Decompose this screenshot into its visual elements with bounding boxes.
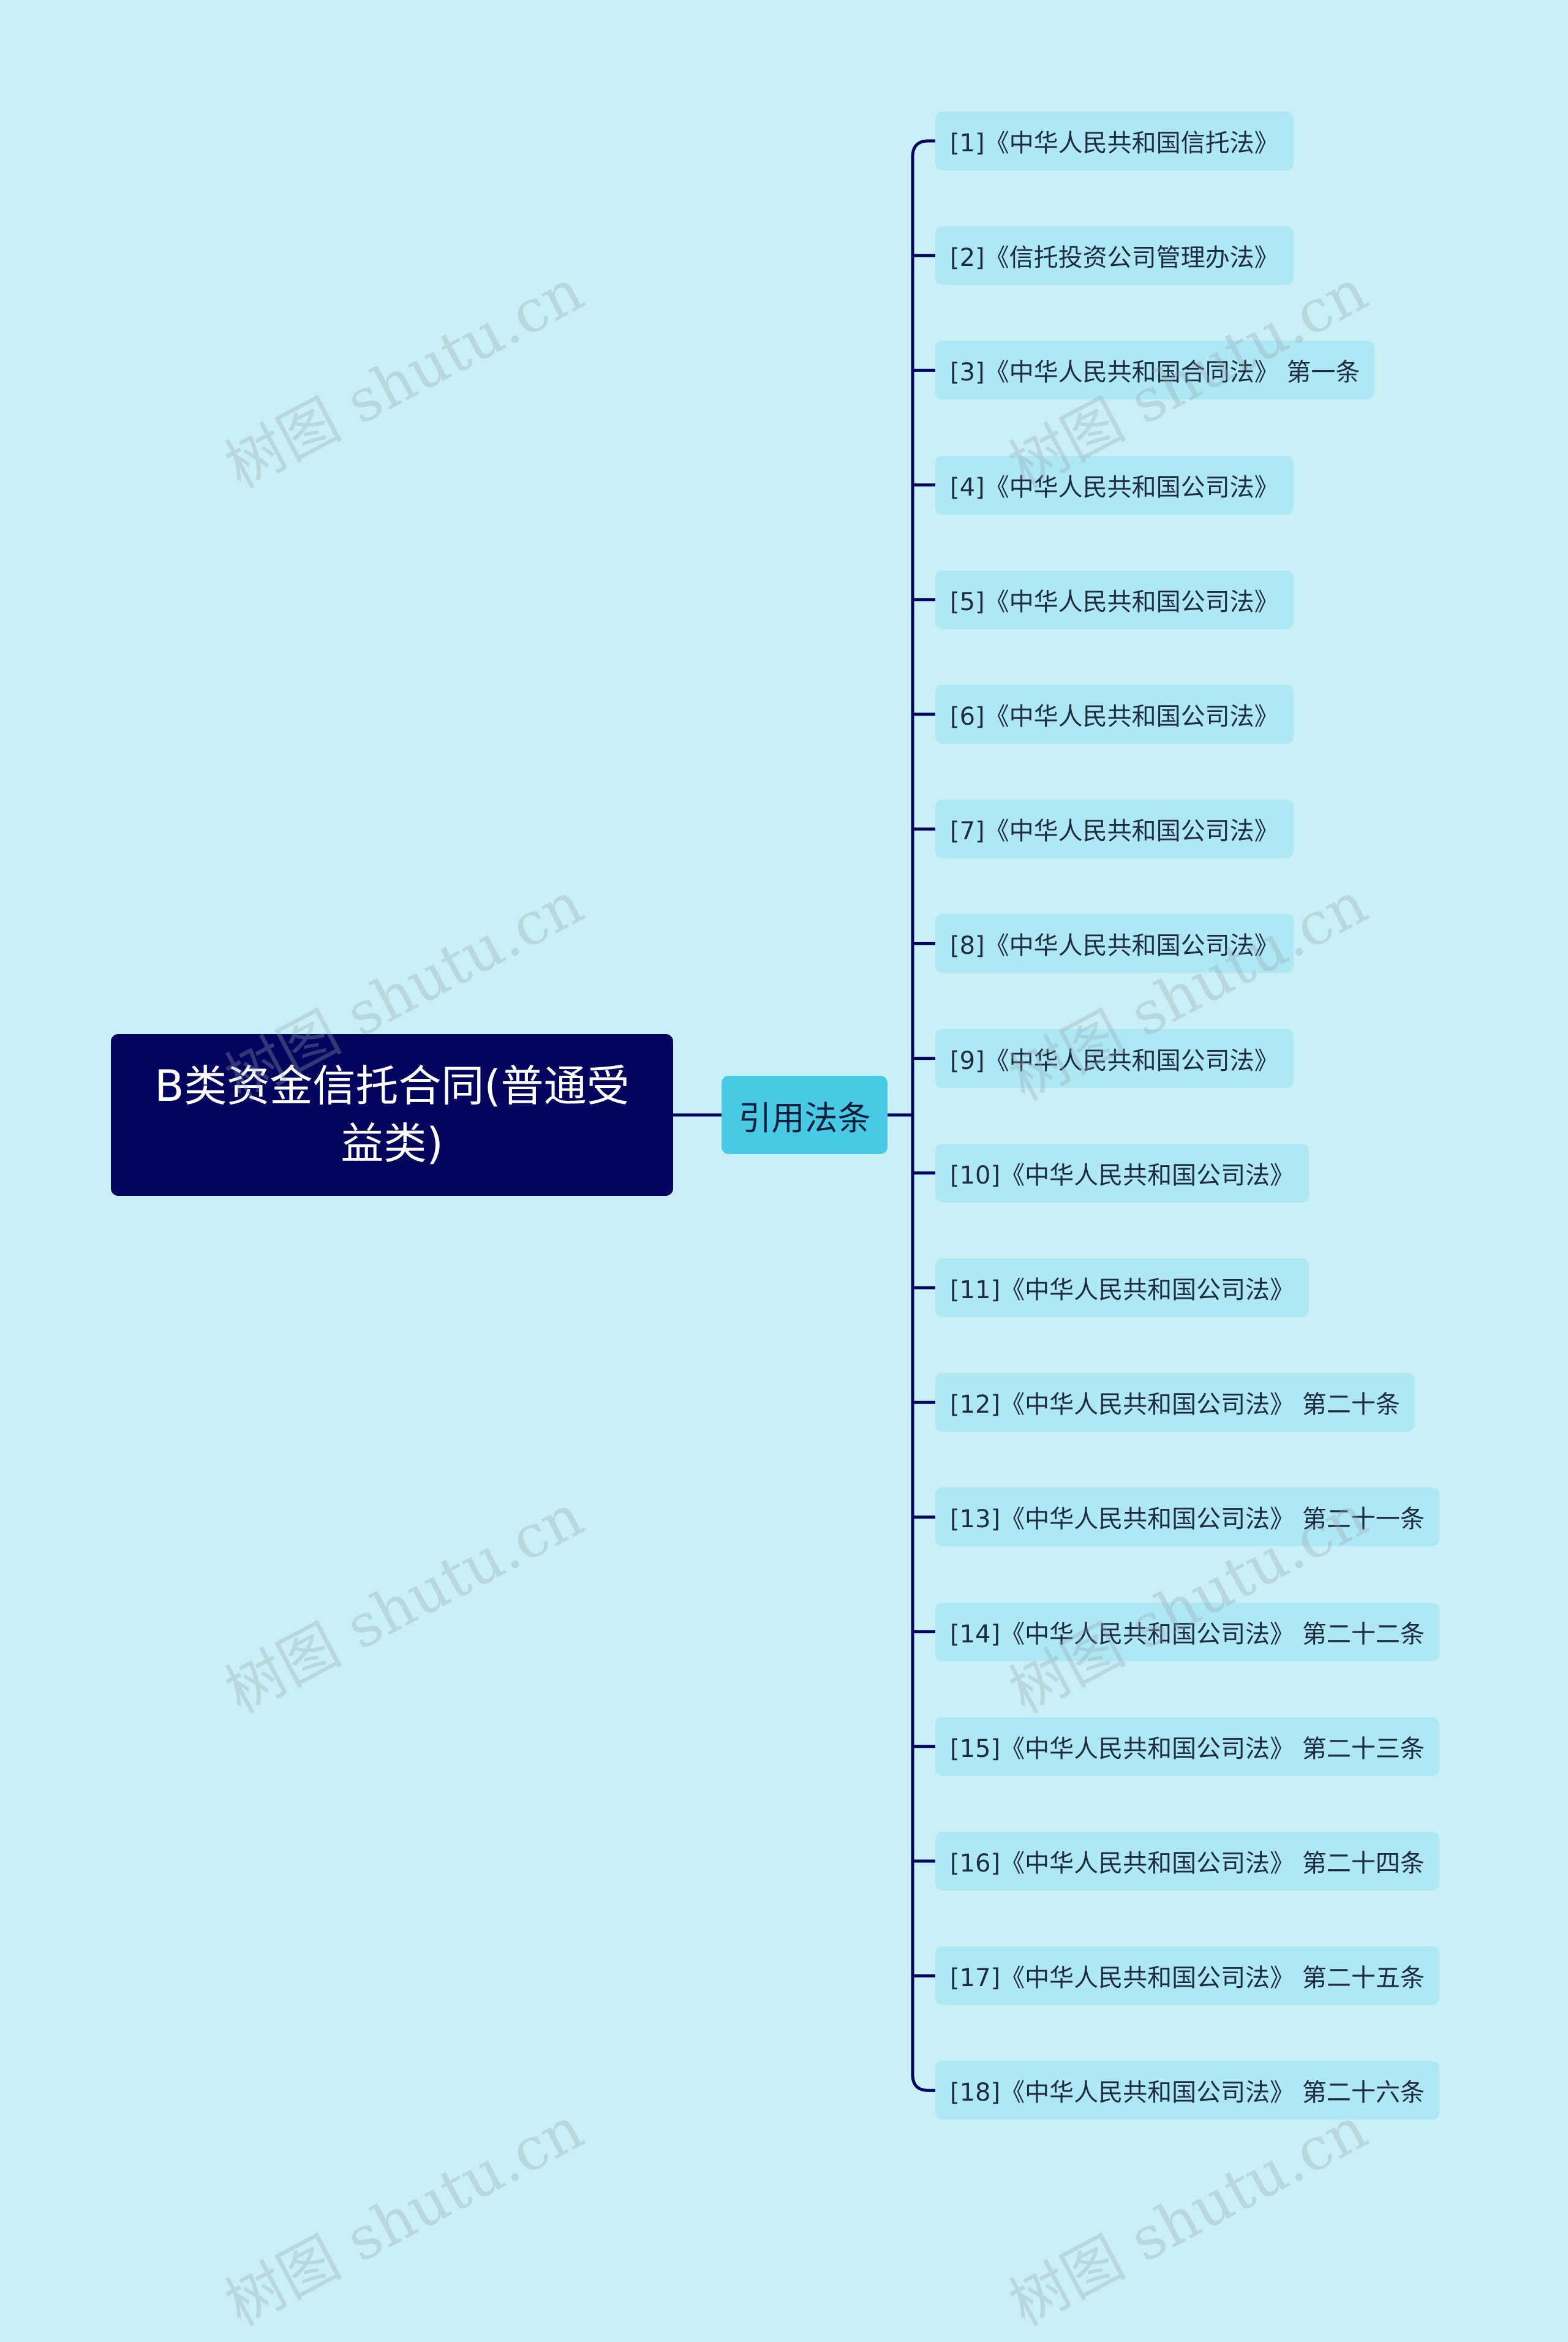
- leaf-node[interactable]: [5]《中华人民共和国公司法》: [935, 570, 1294, 629]
- leaf-node[interactable]: [16]《中华人民共和国公司法》 第二十四条: [935, 1832, 1439, 1891]
- mindmap-canvas: B类资金信托合同(普通受益类) 引用法条 [1]《中华人民共和国信托法》 [2]《…: [111, 111, 1439, 2339]
- branch-node[interactable]: 引用法条: [722, 1076, 888, 1154]
- leaf-node-label: [9]《中华人民共和国公司法》: [950, 1046, 1279, 1075]
- leaf-node-label: [7]《中华人民共和国公司法》: [950, 817, 1279, 846]
- leaf-node-label: [13]《中华人民共和国公司法》 第二十一条: [950, 1505, 1425, 1534]
- leaf-node[interactable]: [8]《中华人民共和国公司法》: [935, 914, 1294, 973]
- leaf-node[interactable]: [18]《中华人民共和国公司法》 第二十六条: [935, 2061, 1439, 2120]
- leaf-node[interactable]: [4]《中华人民共和国公司法》: [935, 455, 1294, 515]
- leaf-node[interactable]: [12]《中华人民共和国公司法》 第二十条: [935, 1373, 1415, 1432]
- leaf-node[interactable]: [3]《中华人民共和国合同法》 第一条: [935, 341, 1375, 400]
- leaf-connector: [911, 139, 937, 159]
- leaf-node[interactable]: [11]《中华人民共和国公司法》: [935, 1258, 1310, 1317]
- leaf-node[interactable]: [9]《中华人民共和国公司法》: [935, 1029, 1294, 1088]
- leaf-node-label: [8]《中华人民共和国公司法》: [950, 932, 1279, 961]
- leaf-node-label: [17]《中华人民共和国公司法》 第二十五条: [950, 1964, 1425, 1993]
- leaf-node-label: [4]《中华人民共和国公司法》: [950, 473, 1279, 502]
- leaf-node-label: [10]《中华人民共和国公司法》: [950, 1161, 1295, 1190]
- leaf-node-label: [1]《中华人民共和国信托法》: [950, 129, 1279, 157]
- leaf-node-label: [16]《中华人民共和国公司法》 第二十四条: [950, 1849, 1425, 1878]
- root-node-label: B类资金信托合同(普通受益类): [154, 1061, 630, 1169]
- leaf-node[interactable]: [14]《中华人民共和国公司法》 第二十二条: [935, 1602, 1439, 1661]
- leaf-node-label: [11]《中华人民共和国公司法》: [950, 1276, 1295, 1304]
- leaf-node-label: [15]《中华人民共和国公司法》 第二十三条: [950, 1734, 1425, 1763]
- leaf-node[interactable]: [2]《信托投资公司管理办法》: [935, 226, 1294, 285]
- leaf-node-label: [14]《中华人民共和国公司法》 第二十二条: [950, 1620, 1425, 1649]
- root-node[interactable]: B类资金信托合同(普通受益类): [111, 1034, 673, 1196]
- leaf-node-label: [18]《中华人民共和国公司法》 第二十六条: [950, 2079, 1425, 2107]
- leaf-node-label: [2]《信托投资公司管理办法》: [950, 244, 1279, 273]
- leaf-connector: [911, 2072, 937, 2092]
- leaf-node[interactable]: [13]《中华人民共和国公司法》 第二十一条: [935, 1487, 1439, 1547]
- leaf-node[interactable]: [6]《中华人民共和国公司法》: [935, 685, 1294, 744]
- leaf-node-label: [3]《中华人民共和国合同法》 第一条: [950, 358, 1360, 387]
- leaf-node[interactable]: [7]《中华人民共和国公司法》: [935, 799, 1294, 859]
- branch-node-label: 引用法条: [738, 1098, 871, 1138]
- leaf-node-label: [6]《中华人民共和国公司法》: [950, 703, 1279, 731]
- leaf-node-label: [5]《中华人民共和国公司法》: [950, 587, 1279, 616]
- leaf-node[interactable]: [15]《中华人民共和国公司法》 第二十三条: [935, 1717, 1439, 1776]
- leaf-node-label: [12]《中华人民共和国公司法》 第二十条: [950, 1391, 1400, 1419]
- leaf-node[interactable]: [10]《中华人民共和国公司法》: [935, 1143, 1310, 1203]
- leaf-node[interactable]: [17]《中华人民共和国公司法》 第二十五条: [935, 1946, 1439, 2006]
- leaf-node[interactable]: [1]《中华人民共和国信托法》: [935, 111, 1294, 170]
- connector-lines: [671, 139, 937, 2092]
